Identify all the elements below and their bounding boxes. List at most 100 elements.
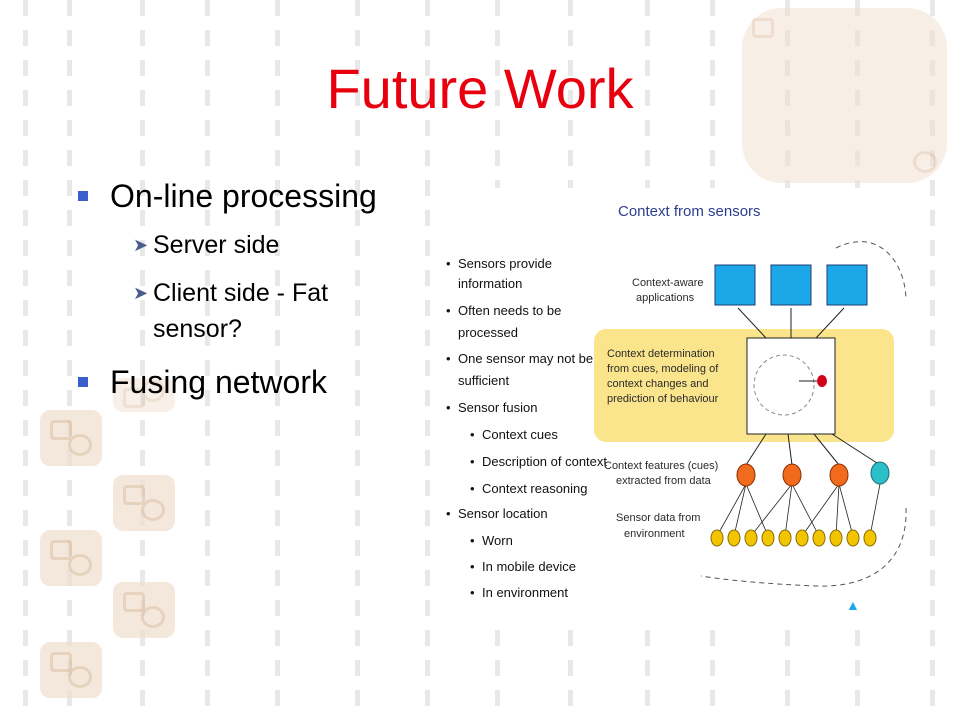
- note-text: Context cues: [482, 427, 558, 442]
- note-text: One sensor may not be: [458, 351, 593, 366]
- note-text: Often needs to be: [458, 303, 561, 318]
- sensor-node: [812, 529, 826, 547]
- decor-seal-stamp: [113, 378, 175, 412]
- label-features: extracted from data: [616, 475, 712, 487]
- feedback-loop-top: [835, 241, 907, 299]
- square-bullet-icon: [78, 191, 88, 201]
- note-bullet-icon: •: [446, 256, 451, 271]
- note-text: In environment: [482, 585, 568, 600]
- sensor-node: [778, 529, 792, 547]
- decor-stripe: [930, 0, 935, 720]
- note-bullet-icon: •: [446, 400, 451, 415]
- slide-title: Future Work: [326, 57, 634, 120]
- feature-node: [736, 463, 756, 487]
- note-text: sufficient: [458, 373, 509, 388]
- note-text: information: [458, 276, 522, 291]
- note-text: Description of context: [482, 454, 607, 469]
- connector-line: [835, 483, 840, 537]
- decor-stripe: [140, 0, 145, 720]
- figure-title: Context from sensors: [618, 203, 761, 220]
- note-text: Sensors provide: [458, 256, 552, 271]
- decor-stripe: [23, 0, 28, 720]
- arrow-line: [737, 307, 767, 339]
- connector-line: [745, 483, 769, 537]
- connector-line: [716, 483, 747, 537]
- bullet-text: On-line processing: [110, 178, 377, 214]
- arrow-bullet-icon: ➤: [133, 283, 149, 303]
- note-text: Worn: [482, 533, 513, 548]
- arrow-line: [813, 433, 840, 466]
- bullet-text: Fusing network: [110, 364, 327, 400]
- sensor-node: [744, 529, 758, 547]
- arrow-line: [831, 433, 881, 466]
- fragment-mark: ▲: [846, 597, 860, 613]
- decor-seal-stamp: [113, 475, 175, 531]
- decor-seal-stamp: [40, 410, 102, 466]
- arrow-line: [787, 433, 793, 466]
- context-state-circle: [753, 354, 815, 416]
- label-sensor-data: environment: [624, 528, 685, 540]
- note-text: Sensor location: [458, 506, 548, 521]
- label-determination: from cues, modeling of: [607, 363, 719, 375]
- label-features: Context features (cues): [604, 460, 718, 472]
- label-apps: Context-aware: [632, 277, 704, 289]
- note-text: Sensor fusion: [458, 400, 538, 415]
- sub-bullet-text-continued: sensor?: [153, 315, 242, 343]
- sensor-node: [710, 529, 724, 547]
- decor-stripe: [275, 0, 280, 720]
- arrow-line: [745, 433, 767, 466]
- sensor-node: [829, 529, 843, 547]
- note-bullet-icon: •: [470, 481, 475, 496]
- connector-line: [791, 483, 820, 537]
- note-bullet-icon: •: [446, 351, 451, 366]
- note-bullet-icon: •: [470, 427, 475, 442]
- sensor-node: [863, 529, 877, 547]
- note-text: processed: [458, 325, 518, 340]
- note-text: Context reasoning: [482, 481, 588, 496]
- note-bullet-icon: •: [470, 454, 475, 469]
- note-bullet-icon: •: [446, 303, 451, 318]
- label-apps: applications: [636, 292, 695, 304]
- note-bullet-icon: •: [470, 585, 475, 600]
- sensor-node: [846, 529, 860, 547]
- context-from-sensors-figure: Context from sensors • Sensors provide i…: [436, 188, 910, 618]
- decor-stripe: [67, 0, 72, 720]
- arrow-bullet-icon: ➤: [133, 235, 149, 255]
- connector-line: [869, 483, 881, 537]
- label-determination: prediction of behaviour: [607, 393, 719, 405]
- sub-bullet-text: Client side - Fat: [153, 279, 329, 307]
- label-determination: Context determination: [607, 348, 715, 360]
- decor-stripe: [425, 0, 430, 720]
- connector-line: [801, 483, 840, 537]
- decor-stripe: [205, 0, 210, 720]
- label-determination: context changes and: [607, 378, 709, 390]
- square-bullet-icon: [78, 377, 88, 387]
- sensor-node: [795, 529, 809, 547]
- decor-seal-stamp: [40, 642, 102, 698]
- feature-node: [782, 463, 802, 487]
- label-sensor-data: Sensor data from: [616, 512, 700, 524]
- connector-line: [733, 483, 747, 537]
- connector-line: [750, 483, 793, 537]
- decor-stripe: [355, 0, 360, 720]
- decor-seal-stamp: [40, 530, 102, 586]
- note-bullet-icon: •: [470, 533, 475, 548]
- connector-line: [838, 483, 854, 537]
- feedback-loop-bottom: [700, 507, 907, 587]
- application-box: [770, 264, 812, 306]
- feature-node: [829, 463, 849, 487]
- arrow-line: [815, 307, 845, 339]
- connector-line: [784, 483, 793, 537]
- predicted-state-dot: [817, 375, 827, 387]
- sensor-node: [727, 529, 741, 547]
- sensor-node: [761, 529, 775, 547]
- application-box: [714, 264, 756, 306]
- application-box: [826, 264, 868, 306]
- decor-seal-stamp: [742, 8, 947, 183]
- decor-seal-stamp: [113, 582, 175, 638]
- note-text: In mobile device: [482, 559, 576, 574]
- feature-node-extra: [870, 461, 890, 485]
- note-bullet-icon: •: [446, 506, 451, 521]
- sub-bullet-text: Server side: [153, 231, 280, 259]
- note-bullet-icon: •: [470, 559, 475, 574]
